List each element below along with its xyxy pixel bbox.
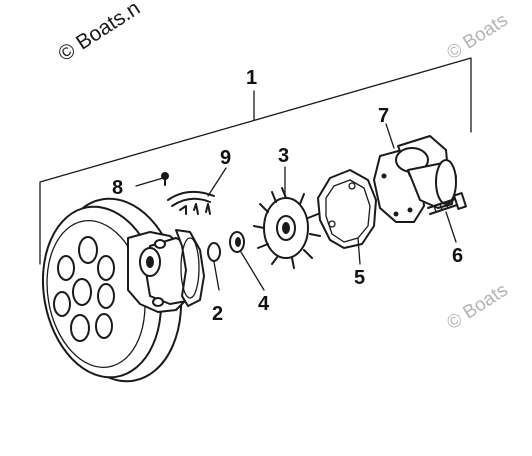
- watermark-top-left: © Boats.n: [54, 0, 144, 66]
- impeller: [253, 187, 321, 269]
- callout-7: 7: [378, 105, 389, 127]
- gasket: [317, 169, 377, 249]
- watermark-bottom-right: © Boats: [443, 280, 511, 335]
- callout-2: 2: [212, 303, 223, 325]
- watermark-text-top-right: © Boats: [443, 10, 511, 65]
- watermark-top-right: © Boats: [443, 10, 511, 65]
- callout-9: 9: [220, 147, 231, 169]
- callout-8: 8: [112, 177, 123, 199]
- watermark-text-bottom-right: © Boats: [443, 280, 511, 335]
- pump-cover: [373, 135, 457, 223]
- screw: [427, 192, 467, 215]
- callout-5: 5: [354, 267, 365, 289]
- callout-4: 4: [258, 293, 270, 315]
- pulley: [41, 197, 183, 383]
- assembly-bracket: [39, 57, 472, 265]
- pump-housing: [127, 229, 205, 313]
- washer: [229, 231, 245, 253]
- leader-lines: [135, 123, 457, 291]
- callout-6: 6: [452, 245, 463, 267]
- callout-1: 1: [246, 67, 257, 89]
- watermark-text-top-left: © Boats.n: [54, 0, 144, 66]
- clip: [167, 190, 215, 215]
- callout-3: 3: [278, 145, 289, 167]
- o-ring: [207, 242, 221, 262]
